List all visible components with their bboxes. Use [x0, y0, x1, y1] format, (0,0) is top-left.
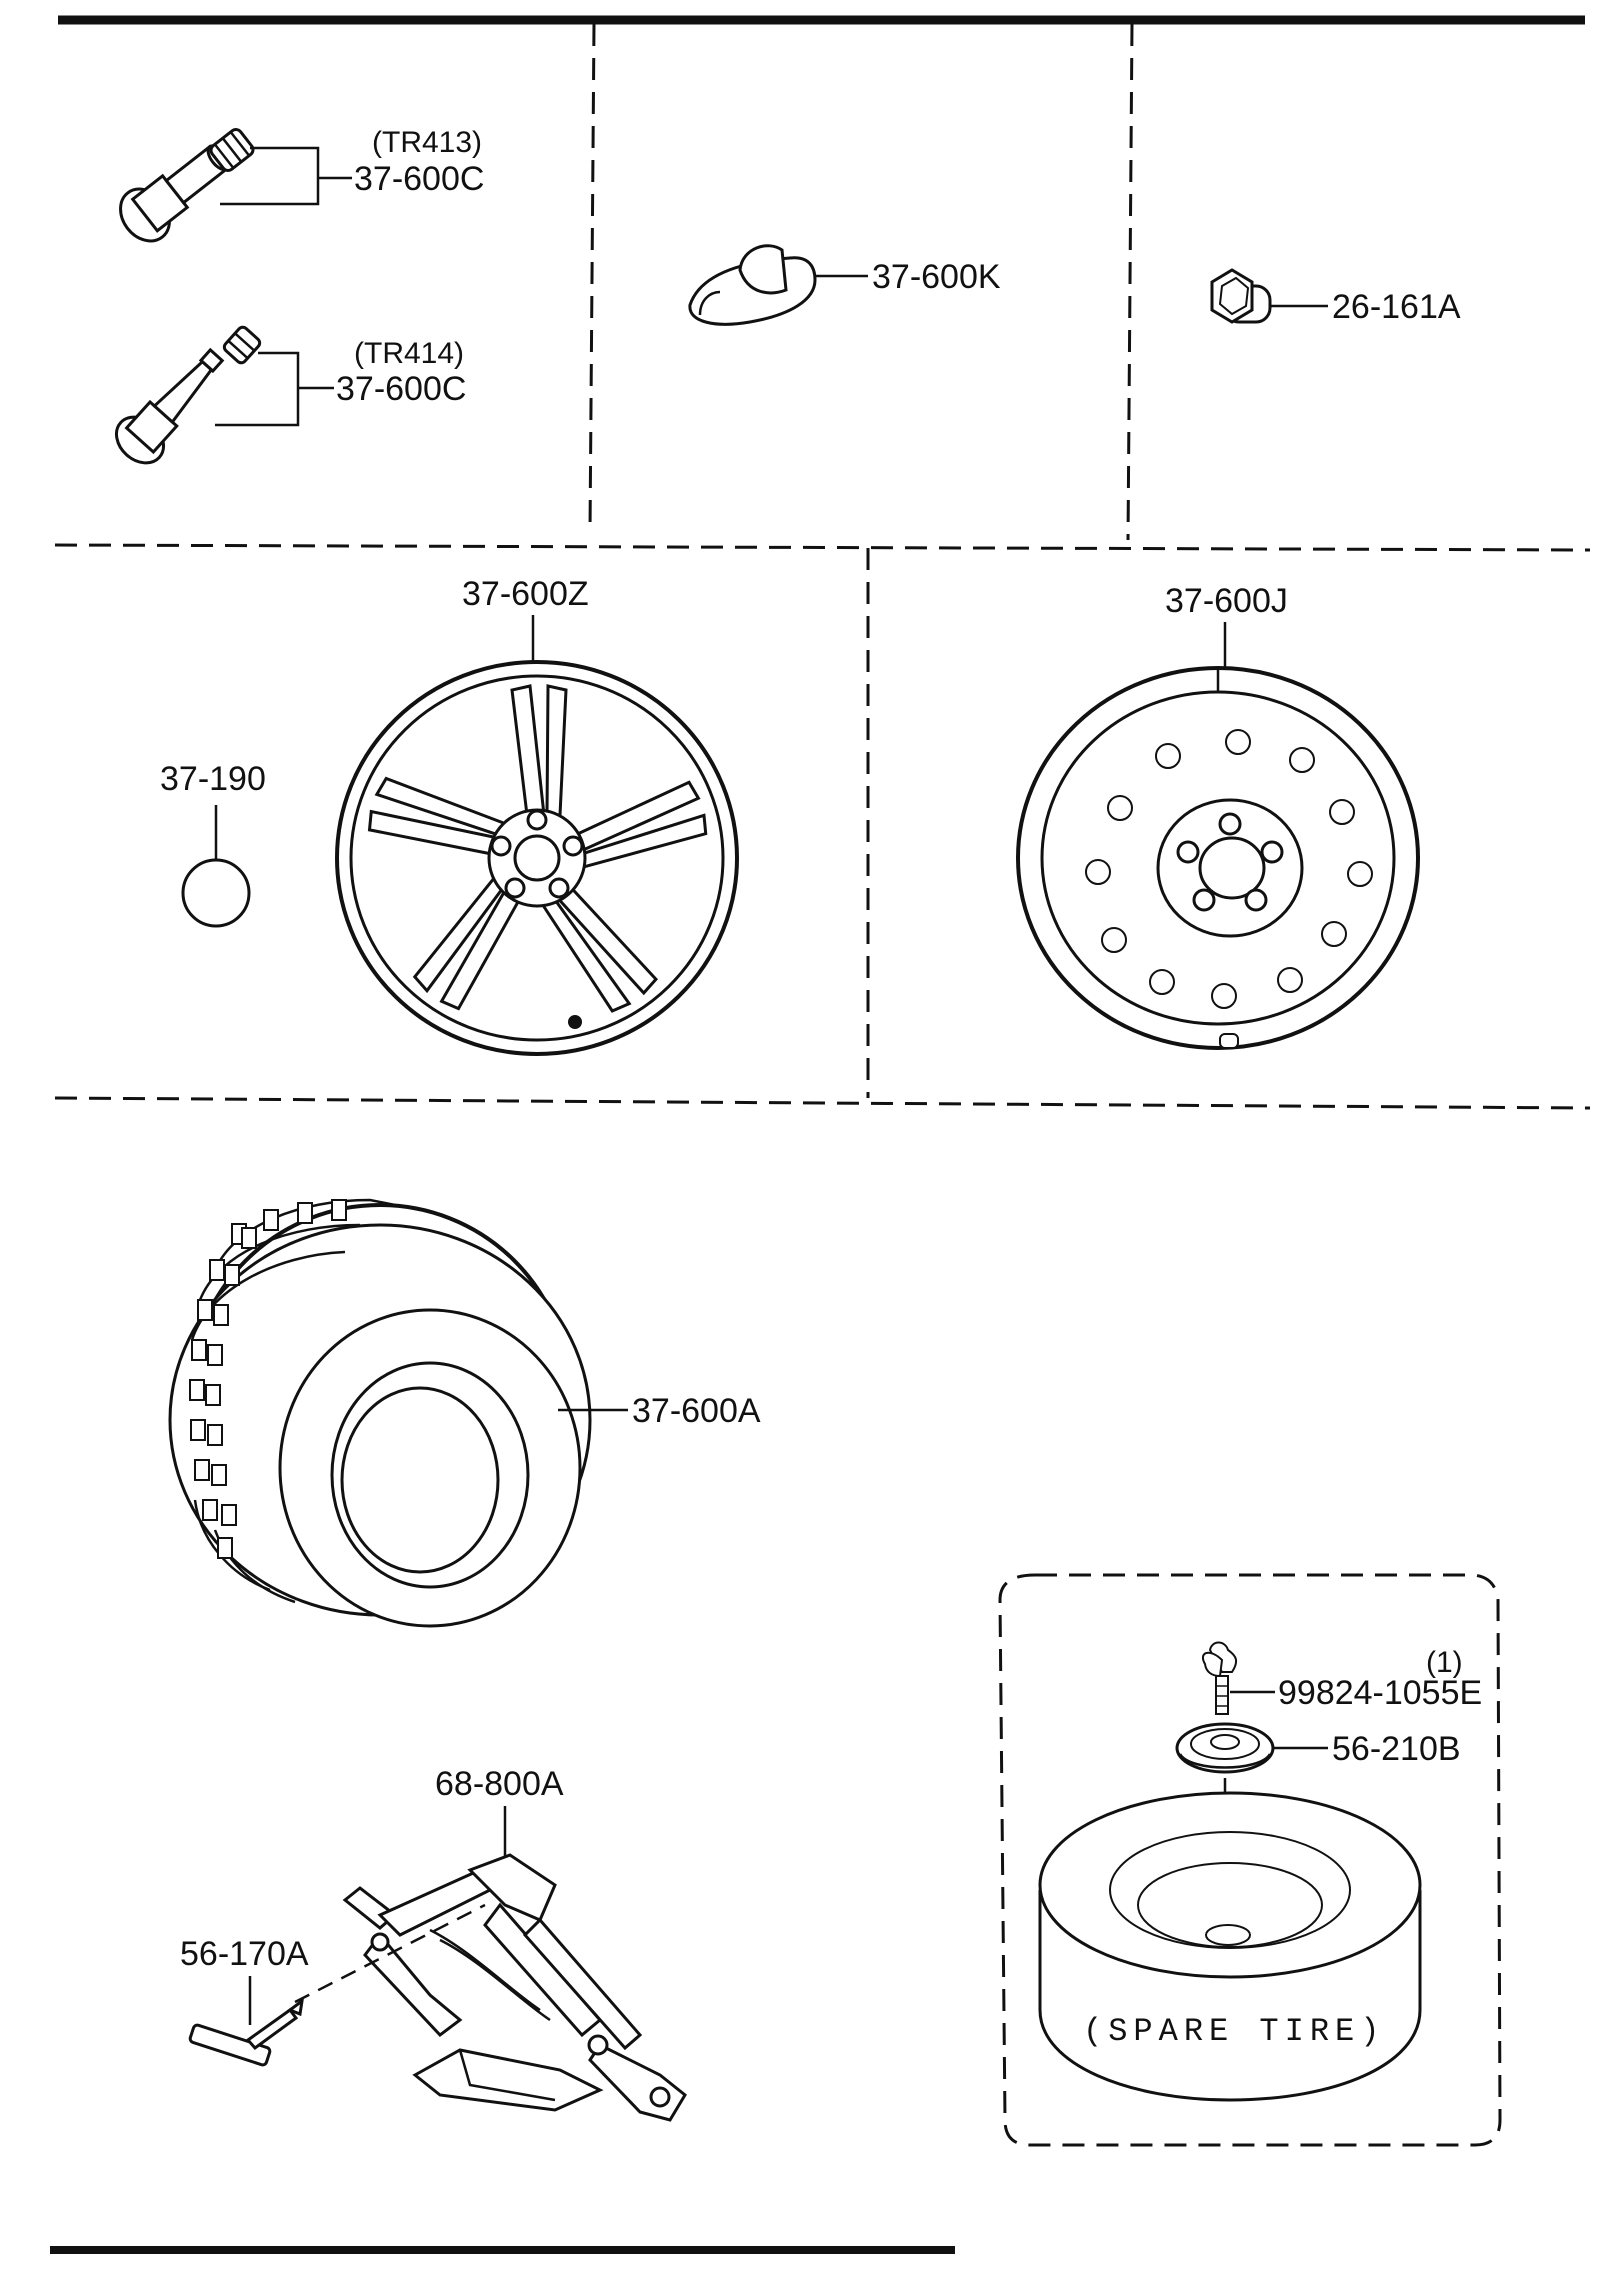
tire-icon — [168, 1198, 592, 1628]
label-56-170A: 56-170A — [180, 1935, 309, 1973]
valve-stem-icon — [114, 325, 262, 465]
jack-icon — [342, 1853, 687, 2122]
label-tr413-note: (TR413) — [372, 126, 482, 159]
label-tr414-note: (TR414) — [354, 337, 464, 370]
center-cap-sticker: 37-190 — [160, 760, 266, 928]
label-37-190: 37-190 — [160, 760, 266, 798]
label-68-800A: 68-800A — [435, 1765, 564, 1803]
lug-nut: 26-161A — [1210, 268, 1461, 326]
valve-stem-icon — [119, 128, 255, 243]
label-26-161A: 26-161A — [1332, 288, 1461, 326]
sticker-icon — [181, 858, 251, 928]
label-37-600K: 37-600K — [872, 258, 1001, 296]
lug-nut-icon — [1210, 268, 1272, 324]
label-56-210B: 56-210B — [1332, 1730, 1461, 1768]
alloy-wheel-icon — [335, 660, 739, 1056]
jack-assembly: 68-800A 56-170A — [180, 1765, 687, 2122]
jack-handle-guide — [294, 1903, 486, 2004]
label-99824-1055E: 99824-1055E — [1278, 1674, 1482, 1712]
spare-tire-icon — [1038, 1791, 1422, 2102]
balance-weight: 37-600K — [688, 244, 1001, 326]
steel-wheel-icon — [1016, 666, 1420, 1050]
label-37-600A: 37-600A — [632, 1392, 761, 1430]
valve-stem-tr413: (TR413) 37-600C — [119, 126, 484, 243]
steel-spare-wheel: 37-600J — [1016, 582, 1420, 1050]
retainer-plate-icon — [1175, 1722, 1275, 1774]
alloy-wheel: 37-600Z — [335, 575, 739, 1056]
label-bolt-qty: (1) — [1426, 1646, 1463, 1679]
wing-bolt-icon — [1202, 1641, 1238, 1715]
valve-stem-tr414: (TR414) 37-600C — [114, 325, 466, 465]
balance-weight-icon — [688, 244, 817, 326]
tire: 37-600A — [168, 1198, 761, 1628]
section-dividers — [54, 23, 1591, 1110]
label-37-600C-b: 37-600C — [336, 370, 466, 408]
label-37-600C-a: 37-600C — [354, 160, 484, 198]
label-37-600Z: 37-600Z — [462, 575, 589, 613]
spare-tire-caption: (SPARE TIRE) — [1083, 2013, 1385, 2050]
label-37-600J: 37-600J — [1165, 582, 1288, 620]
jack-handle-icon — [188, 1997, 305, 2067]
spare-tire-mount: (1) 99824-1055E 56-210B (SPARE TIRE) — [998, 1573, 1502, 2147]
